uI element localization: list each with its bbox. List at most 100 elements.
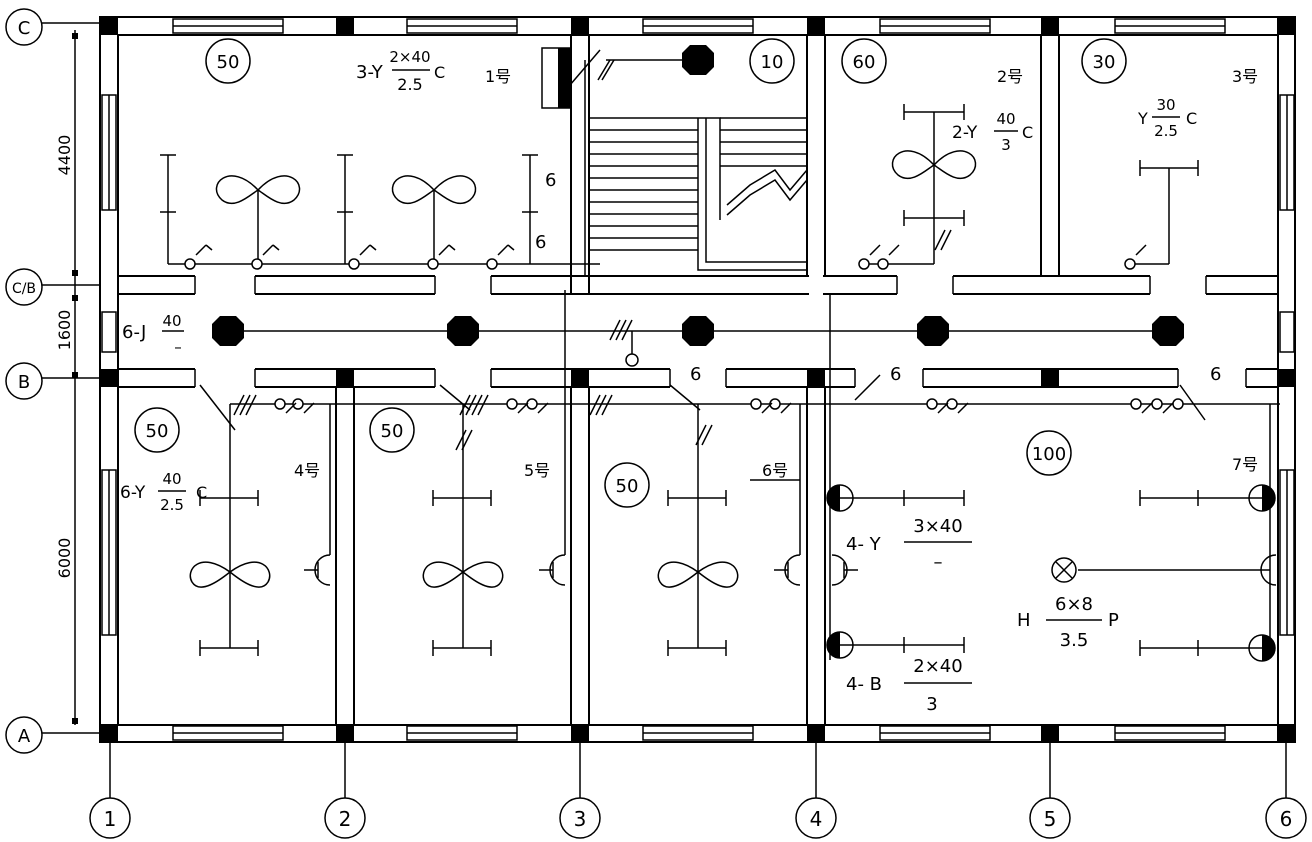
svg-text:2×40: 2×40 xyxy=(913,656,962,677)
ceiling-lamp-icon xyxy=(447,316,479,346)
svg-text:100: 100 xyxy=(1032,444,1066,465)
svg-text:3.5: 3.5 xyxy=(1060,630,1089,651)
lux-bubble: 50 xyxy=(134,407,180,453)
svg-text:–: – xyxy=(934,552,943,573)
distribution-panel-1 xyxy=(541,47,601,275)
lux-bubble: 50 xyxy=(369,407,415,453)
lamp-label-office: 6-Y 40 2.5 C xyxy=(120,470,207,514)
panel-label: 4号 xyxy=(294,461,320,480)
col-axis-2: 2 xyxy=(324,742,366,839)
svg-text:6: 6 xyxy=(1280,807,1293,831)
svg-text:C: C xyxy=(18,18,31,39)
svg-text:P: P xyxy=(1108,610,1119,631)
col-axis-1: 1 xyxy=(89,742,131,839)
room-60-fixtures xyxy=(858,104,977,270)
svg-text:C: C xyxy=(1022,123,1033,142)
svg-text:30: 30 xyxy=(1156,96,1175,114)
svg-text:2: 2 xyxy=(339,807,352,831)
ceiling-lamp-icon xyxy=(1152,316,1184,346)
staircase xyxy=(589,117,808,271)
svg-text:3×40: 3×40 xyxy=(913,516,962,537)
svg-text:B: B xyxy=(18,372,30,393)
dimension-1600: 1600 xyxy=(55,310,74,351)
corridor-switch-icon xyxy=(625,353,639,367)
svg-text:4- Y: 4- Y xyxy=(846,534,882,555)
lamp-label-room-60: 2-Y 40 3 C xyxy=(952,110,1033,154)
wire-count-label: 6 xyxy=(545,170,556,191)
svg-text:10: 10 xyxy=(761,52,784,73)
svg-text:A: A xyxy=(18,726,31,747)
lamp-label-corridor: 6-J 40 – xyxy=(122,312,184,356)
ceiling-fan-icon xyxy=(391,175,477,205)
lamp-label-lab-h: H 6×8 3.5 P xyxy=(1017,594,1119,651)
ceiling-fan-icon xyxy=(422,561,504,588)
svg-text:3: 3 xyxy=(574,807,587,831)
wire-count-label: 6 xyxy=(890,364,901,385)
svg-text:2×40: 2×40 xyxy=(389,48,430,66)
lamp-label-room-30: Y 30 2.5 C xyxy=(1137,96,1197,140)
svg-text:–: – xyxy=(174,338,182,356)
room-top-left-fixtures xyxy=(160,154,600,270)
ceiling-fan-icon xyxy=(657,561,739,588)
col-axis-4: 4 xyxy=(795,742,837,839)
wall-lamp-icon xyxy=(827,632,840,658)
svg-text:2.5: 2.5 xyxy=(160,496,184,514)
svg-text:30: 30 xyxy=(1093,52,1116,73)
wall-lamp-icon xyxy=(827,485,840,511)
col-axis-6: 6 xyxy=(1265,742,1307,839)
panel-label: 6号 xyxy=(762,461,788,480)
svg-text:2-Y: 2-Y xyxy=(952,123,978,143)
lamp-label-lab-b: 4- B 2×40 3 xyxy=(846,656,972,715)
svg-text:40: 40 xyxy=(162,470,181,488)
ceiling-lamp-icon xyxy=(917,316,949,346)
svg-text:Y: Y xyxy=(1137,109,1148,128)
svg-text:C: C xyxy=(434,63,445,82)
col-axis-5: 5 xyxy=(1029,742,1071,839)
row-axis-a: A xyxy=(5,716,100,754)
ceiling-fan-icon xyxy=(215,175,301,205)
lux-bubble: 100 xyxy=(1026,430,1072,476)
svg-text:4: 4 xyxy=(810,807,823,831)
door-openings xyxy=(194,275,1247,388)
panel-label: 2号 xyxy=(997,67,1023,86)
row-axis-b: B xyxy=(5,362,100,400)
bottom-rooms-fixtures xyxy=(189,290,1280,660)
wire-count-label: 6 xyxy=(690,364,701,385)
wall-lamp-icon xyxy=(1262,635,1275,661)
svg-text:3-Y: 3-Y xyxy=(356,62,384,83)
svg-text:40: 40 xyxy=(996,110,1015,128)
wall-lamps xyxy=(826,484,1276,662)
dimension-6000: 6000 xyxy=(55,538,74,579)
structural-columns xyxy=(100,17,1295,742)
ceiling-fan-icon xyxy=(189,561,271,588)
svg-text:4- B: 4- B xyxy=(846,674,882,695)
svg-text:50: 50 xyxy=(217,52,240,73)
lamp-label-top-left: 3-Y 2×40 2.5 C xyxy=(356,48,445,94)
svg-text:3: 3 xyxy=(1001,136,1011,154)
wire-count-label: 6 xyxy=(535,232,546,253)
dimension-4400: 4400 xyxy=(55,135,74,176)
col-axis-3: 3 xyxy=(559,742,601,839)
lux-bubble: 50 xyxy=(604,462,650,508)
svg-text:6-J: 6-J xyxy=(122,322,146,343)
lux-bubble: 30 xyxy=(1081,38,1127,84)
lux-bubble: 10 xyxy=(749,38,795,84)
ceiling-lamp-icon xyxy=(212,316,244,346)
svg-text:50: 50 xyxy=(146,421,169,442)
panel-label: 3号 xyxy=(1232,67,1258,86)
svg-text:50: 50 xyxy=(616,476,639,497)
svg-text:2.5: 2.5 xyxy=(1154,122,1178,140)
svg-text:3: 3 xyxy=(926,694,937,715)
svg-text:50: 50 xyxy=(381,421,404,442)
lamp-label-lab-y: 4- Y 3×40 – xyxy=(846,516,972,573)
room-30-fixtures xyxy=(1124,160,1199,270)
switch-marks xyxy=(195,59,1206,451)
panel-label: 5号 xyxy=(524,461,550,480)
row-axis-cb: C/B xyxy=(5,268,100,306)
panel-label: 7号 xyxy=(1232,455,1258,474)
wire-count-label: 6 xyxy=(1210,364,1221,385)
svg-text:C/B: C/B xyxy=(12,281,36,297)
svg-text:C: C xyxy=(1186,109,1197,128)
svg-text:60: 60 xyxy=(853,52,876,73)
